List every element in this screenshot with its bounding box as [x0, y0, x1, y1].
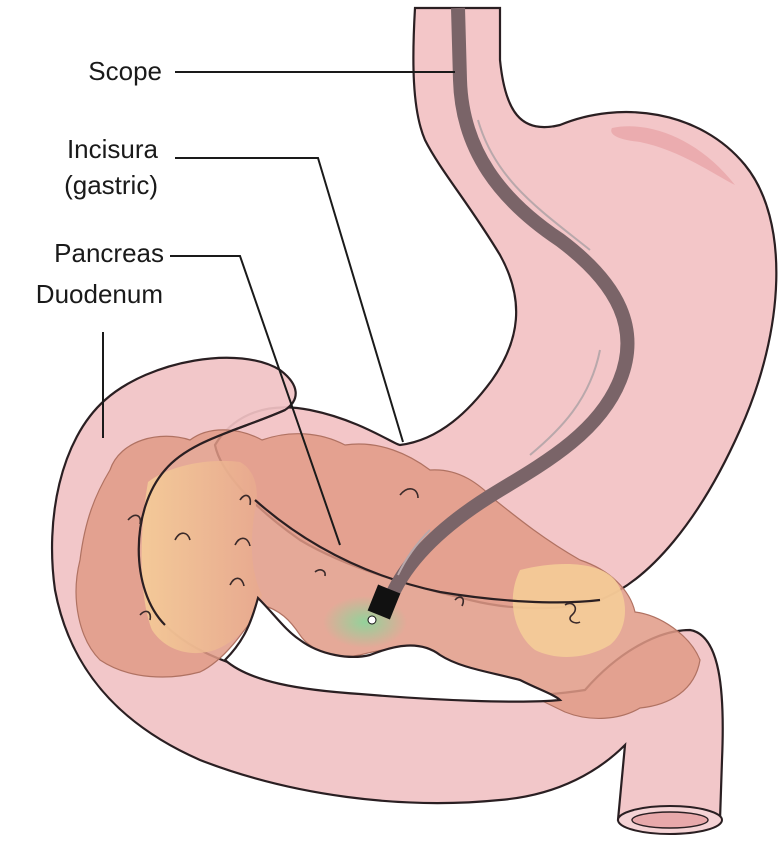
label-incisura-2: (gastric): [64, 170, 158, 200]
pancreas-tail: [513, 564, 625, 657]
duodenum-lumen-inner: [632, 812, 708, 828]
label-scope: Scope: [88, 56, 162, 86]
label-pancreas: Pancreas: [54, 238, 164, 268]
scope-tip-lens: [368, 616, 376, 624]
pancreas-head: [142, 461, 262, 653]
label-duodenum: Duodenum: [36, 279, 163, 309]
label-incisura-1: Incisura: [67, 134, 159, 164]
